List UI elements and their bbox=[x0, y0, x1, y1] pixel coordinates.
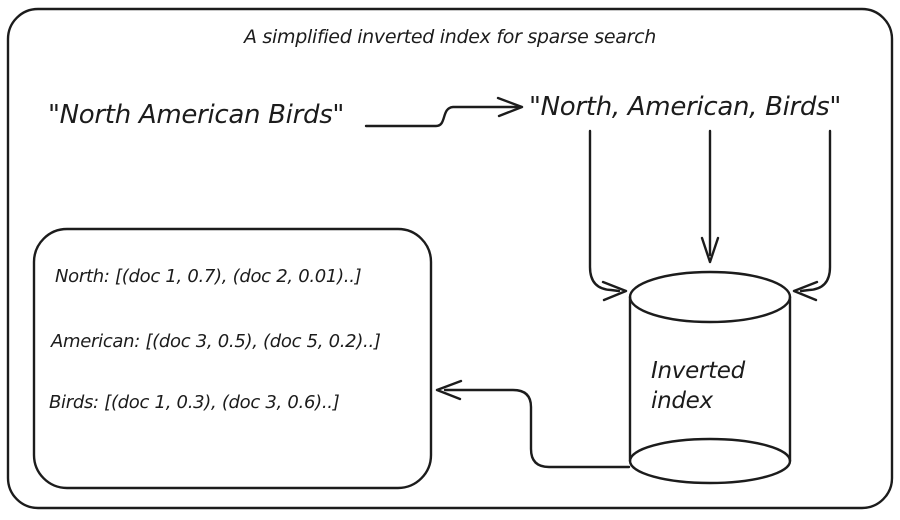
token-arrow-american bbox=[700, 129, 720, 264]
diagram-title: A simplified inverted index for sparse s… bbox=[244, 26, 656, 48]
token-arrow-north-head bbox=[601, 280, 628, 302]
token-arrow-north bbox=[588, 129, 628, 302]
retrieve-arrowhead bbox=[435, 379, 463, 401]
postings-box bbox=[32, 227, 433, 490]
token-arrow-birds bbox=[792, 129, 832, 302]
tokenized-query-text: "North, American, Birds" bbox=[529, 92, 842, 122]
outer-frame-border bbox=[6, 7, 894, 510]
posting-entry-north: North: [(doc 1, 0.7), (doc 2, 0.01)..] bbox=[55, 266, 362, 287]
inverted-index-cylinder bbox=[628, 270, 792, 485]
token-arrow-birds-head bbox=[792, 280, 819, 302]
cylinder-top-ellipse bbox=[628, 270, 792, 324]
inverted-index-label: Inverted index bbox=[651, 358, 745, 414]
token-arrow-american-head bbox=[700, 236, 720, 264]
posting-entry-birds: Birds: [(doc 1, 0.3), (doc 3, 0.6)..] bbox=[49, 392, 340, 413]
source-query-text: "North American Birds" bbox=[48, 100, 345, 130]
retrieve-arrow bbox=[435, 379, 631, 469]
posting-entry-american: American: [(doc 3, 0.5), (doc 5, 0.2)..] bbox=[51, 331, 381, 352]
tokenize-arrowhead bbox=[496, 96, 524, 118]
tokenize-arrow bbox=[364, 96, 524, 128]
cylinder-bottom-ellipse bbox=[628, 437, 792, 485]
